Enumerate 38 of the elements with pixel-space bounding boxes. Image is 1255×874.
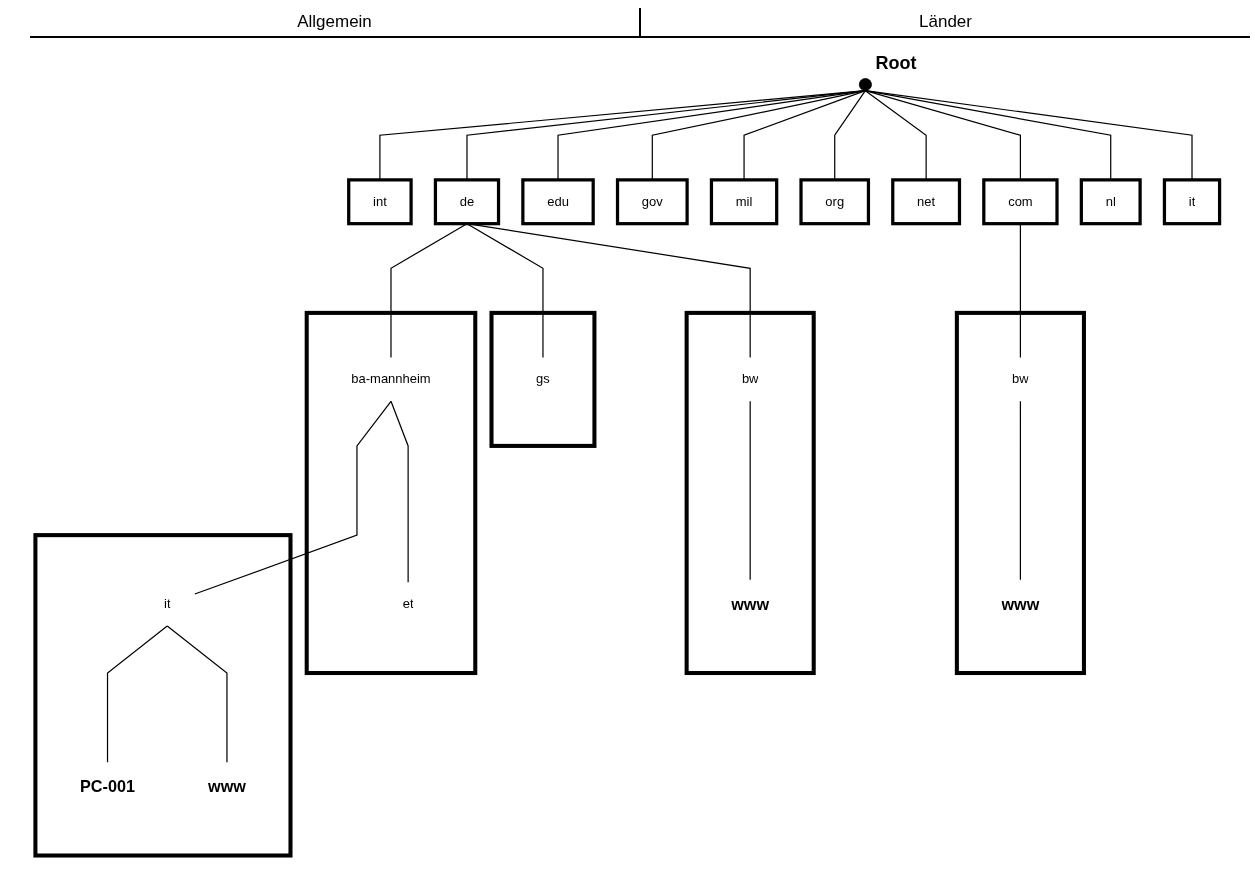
connector xyxy=(1019,223,1021,359)
cluster xyxy=(954,310,1086,676)
node-text: www xyxy=(1001,595,1040,613)
node-text: PC-001 xyxy=(80,777,136,796)
node-text: et xyxy=(402,596,414,611)
node-text: gs xyxy=(536,372,550,386)
node-text: www xyxy=(731,595,770,613)
cluster xyxy=(489,310,597,448)
connector xyxy=(466,223,544,359)
column-heading: Allgemein xyxy=(30,8,641,36)
node-box: org xyxy=(799,178,871,226)
node-box: com xyxy=(982,178,1059,226)
node-box: nl xyxy=(1079,178,1142,226)
connector xyxy=(194,400,392,595)
node-circle xyxy=(858,78,872,92)
node-text: it xyxy=(163,596,171,611)
node-text: www xyxy=(208,777,246,796)
cluster xyxy=(684,310,816,676)
connector xyxy=(166,625,228,763)
connector xyxy=(390,400,409,583)
node-caption: Root xyxy=(875,52,917,74)
column-heading: Länder xyxy=(918,11,973,33)
cluster xyxy=(304,310,478,676)
cluster xyxy=(33,533,293,858)
connector xyxy=(466,223,751,359)
node-box: edu xyxy=(521,178,595,226)
node-box: de xyxy=(433,178,501,226)
connector xyxy=(1019,400,1021,581)
node-text: bw xyxy=(1012,372,1029,386)
node-box: it xyxy=(1162,178,1222,226)
connector xyxy=(749,400,751,581)
node-box: mil xyxy=(709,178,779,226)
node-box: net xyxy=(891,178,962,226)
node-box: gov xyxy=(615,178,689,226)
node-box: int xyxy=(347,178,413,226)
node-text: bw xyxy=(741,372,759,386)
node-text: ba-mannheim xyxy=(351,372,431,386)
connector xyxy=(106,625,168,763)
